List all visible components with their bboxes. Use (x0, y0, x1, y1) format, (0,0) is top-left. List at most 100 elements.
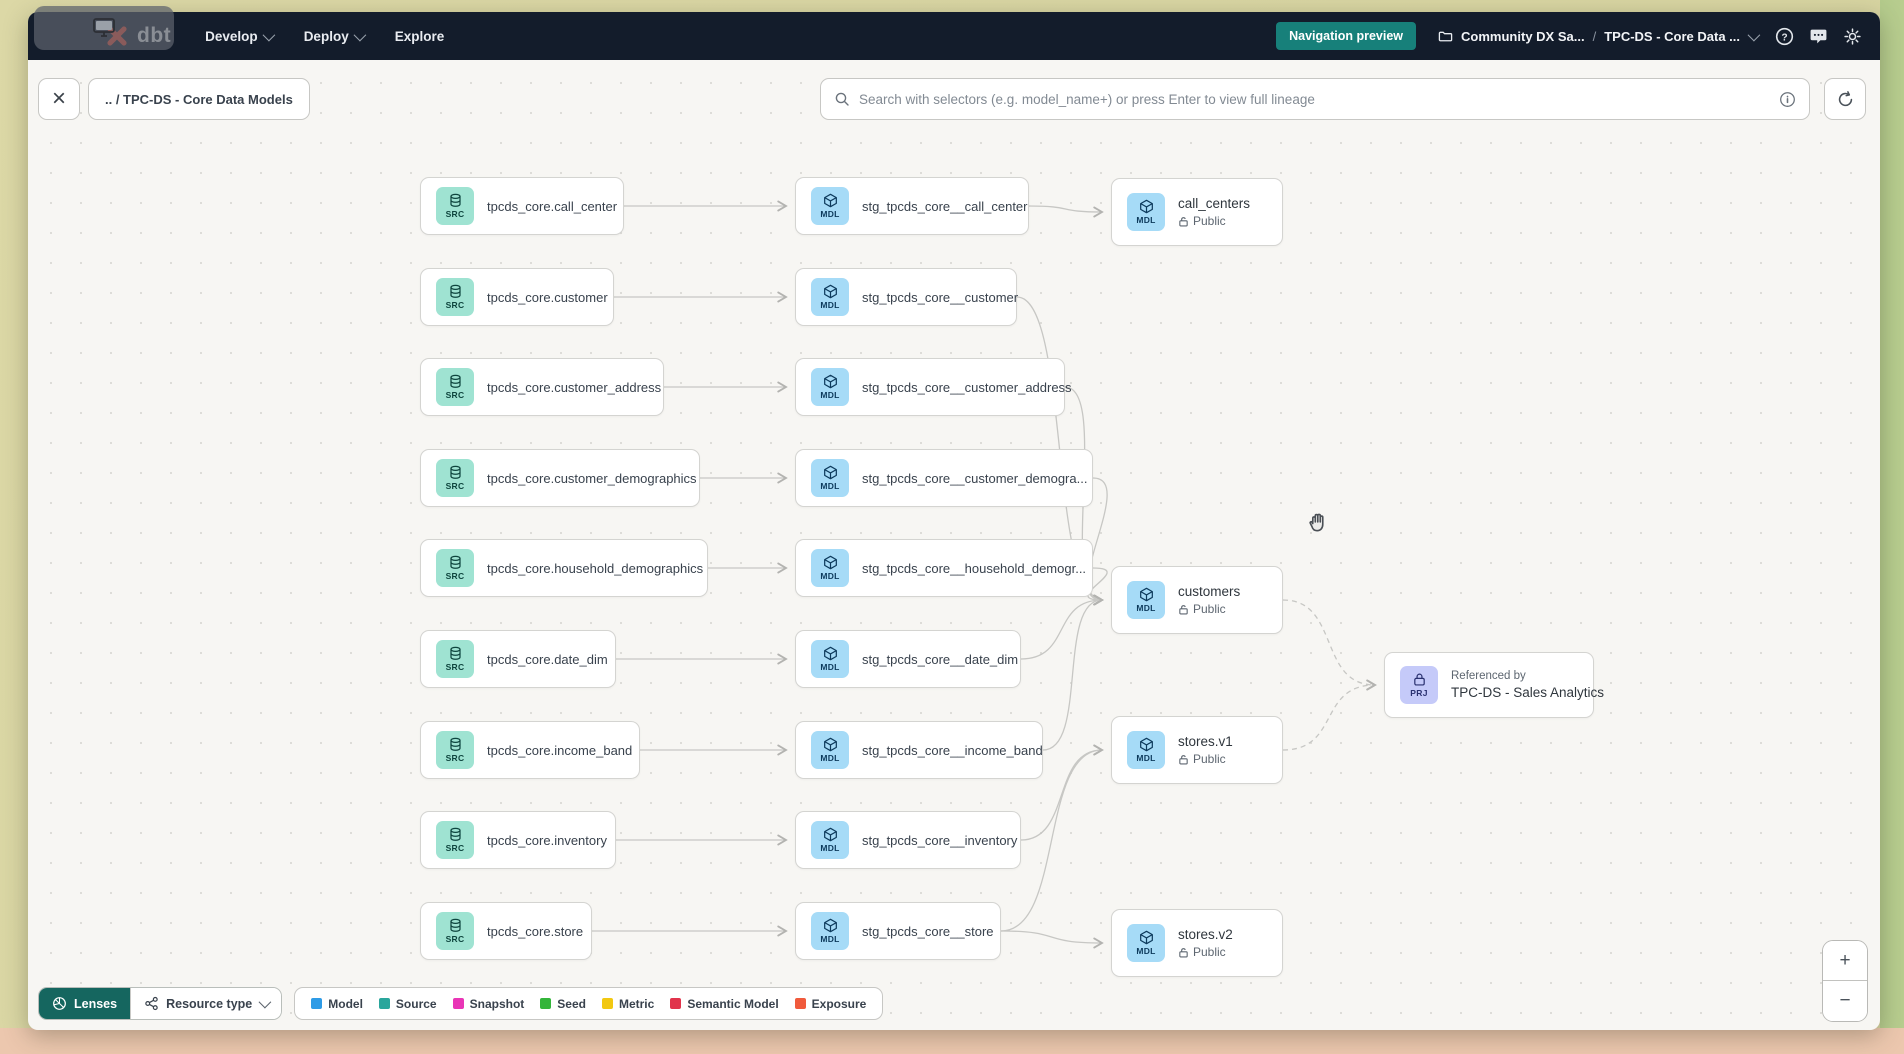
menu-develop[interactable]: Develop (205, 28, 275, 44)
breadcrumb-page[interactable]: TPC-DS - Core Data ... (1604, 28, 1740, 44)
database-icon (449, 193, 461, 207)
database-icon (449, 918, 461, 932)
cube-icon (823, 555, 837, 570)
main-menu: Develop Deploy Explore (205, 28, 445, 44)
menu-develop-label: Develop (205, 28, 258, 44)
top-navbar: dbt Develop Deploy Explore Navigation pr… (28, 12, 1880, 60)
node-label: tpcds_core.household_demographics (487, 560, 704, 576)
screen-share-overlay (34, 6, 174, 50)
app-window: dbt Develop Deploy Explore Navigation pr… (28, 12, 1880, 1030)
cube-icon (1139, 199, 1153, 214)
chevron-down-icon (262, 28, 275, 41)
cube-icon (823, 737, 837, 752)
node-access: Public (1178, 214, 1250, 228)
legend-item-snapshot: Snapshot (452, 996, 525, 1011)
navigation-preview-button[interactable]: Navigation preview (1276, 22, 1417, 50)
lenses-button[interactable]: Lenses (39, 988, 131, 1019)
node-label: stores.v1 (1178, 734, 1233, 749)
database-icon (449, 465, 461, 479)
resource-type-dropdown[interactable]: Resource type (130, 988, 282, 1019)
graph-node-tpcds-core-customer-address[interactable]: SRC tpcds_core.customer_address (420, 358, 664, 416)
node-label: stg_tpcds_core__call_center (862, 198, 1028, 214)
legend-label: Metric (618, 996, 655, 1011)
legend-label: Snapshot (469, 996, 525, 1011)
zoom-controls: + − (1822, 940, 1868, 1022)
node-label: stg_tpcds_core__customer_address (862, 379, 1072, 395)
cube-icon (823, 374, 837, 389)
legend-swatch (794, 998, 806, 1009)
lineage-path-chip[interactable]: .. / TPC-DS - Core Data Models (88, 78, 310, 120)
model-badge: MDL (811, 278, 849, 316)
search-input[interactable] (859, 91, 1770, 107)
legend-swatch (452, 998, 464, 1009)
legend-item-seed: Seed (540, 997, 586, 1011)
graph-node-stg-tpcds-core-date-dim[interactable]: MDL stg_tpcds_core__date_dim (795, 630, 1021, 688)
breadcrumb-project[interactable]: Community DX Sa... (1461, 28, 1585, 44)
graph-node-stg-tpcds-core-call-center[interactable]: MDL stg_tpcds_core__call_center (795, 177, 1029, 235)
node-label: tpcds_core.customer_demographics (487, 470, 697, 486)
legend-swatch (670, 998, 682, 1009)
settings-gear-icon[interactable] (1843, 27, 1862, 46)
zoom-in-button[interactable]: + (1823, 941, 1867, 981)
source-badge: SRC (436, 821, 474, 859)
lineage-search-box (820, 78, 1810, 120)
cube-icon (823, 918, 837, 933)
node-label: stg_tpcds_core__store (862, 923, 994, 939)
refresh-icon (1838, 90, 1852, 106)
node-label: call_centers (1178, 196, 1251, 211)
model-badge: MDL (811, 640, 849, 678)
search-icon (835, 92, 849, 106)
chevron-down-icon (258, 995, 272, 1009)
lens-aperture-icon (53, 997, 66, 1010)
node-label: stg_tpcds_core__date_dim (862, 651, 1019, 667)
model-badge: MDL (811, 187, 849, 225)
folder-icon (1438, 31, 1453, 41)
feedback-icon[interactable] (1809, 27, 1828, 46)
zoom-out-button[interactable]: − (1823, 981, 1867, 1021)
legend-item-source: Source (378, 997, 437, 1011)
graph-node-tpcds-core-store[interactable]: SRC tpcds_core.store (420, 902, 592, 960)
node-label: tpcds_core.customer_address (487, 379, 662, 395)
close-lineage-button[interactable]: × (38, 78, 80, 120)
legend-swatch (311, 998, 323, 1009)
legend-label: Exposure (811, 996, 867, 1011)
resource-type-label: Resource type (166, 996, 253, 1011)
help-icon[interactable]: ? (1775, 27, 1794, 46)
menu-explore[interactable]: Explore (395, 29, 445, 44)
breadcrumb-separator: / (1592, 28, 1597, 44)
database-icon (449, 284, 461, 298)
node-label: tpcds_core.income_band (487, 742, 633, 758)
source-badge: SRC (436, 368, 474, 406)
info-icon[interactable] (1779, 91, 1796, 108)
node-label: tpcds_core.store (487, 923, 584, 939)
chevron-down-icon[interactable] (1747, 28, 1761, 41)
cube-icon (1139, 587, 1153, 602)
menu-deploy[interactable]: Deploy (304, 28, 366, 44)
cube-icon (1139, 737, 1153, 752)
cube-icon (1139, 930, 1153, 945)
cube-icon (823, 465, 837, 480)
source-badge: SRC (436, 912, 474, 950)
refresh-lineage-button[interactable] (1824, 78, 1866, 120)
breadcrumb: Community DX Sa... / TPC-DS - Core Data … (1438, 28, 1761, 44)
